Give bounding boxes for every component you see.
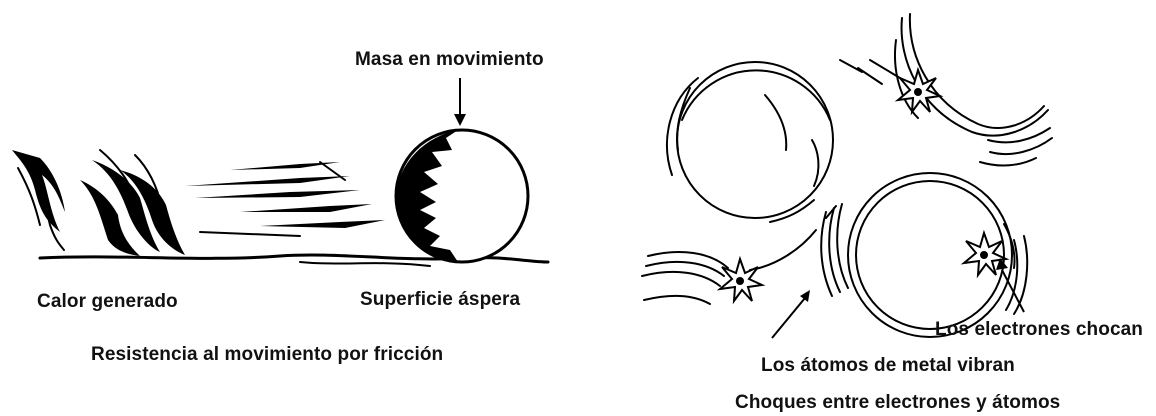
collision-star-middle <box>960 229 1010 279</box>
label-moving-mass: Masa en movimiento <box>355 49 544 70</box>
motion-lines <box>185 161 385 237</box>
atom-bottom-right <box>820 172 1029 338</box>
label-atoms-vibrate: Los átomos de metal vibran <box>761 355 1015 376</box>
collision-star-bottom <box>716 255 766 305</box>
friction-illustration <box>12 78 550 267</box>
label-electrons-collide: Los electrones chocan <box>935 319 1144 340</box>
atom-top-right <box>839 13 1053 167</box>
electron-collision-diagram: Los electrones chocan Los átomos de meta… <box>600 0 1156 416</box>
rolling-mass <box>394 128 530 264</box>
ground-line-detail <box>299 261 431 267</box>
caption-friction: Resistencia al movimiento por fricción <box>91 344 444 365</box>
friction-diagram: Masa en movimiento Calor generado Superf… <box>12 49 550 365</box>
caption-collisions: Choques entre electrones y átomos <box>735 392 1061 413</box>
electron-arrow <box>996 258 1025 313</box>
mass-arrow <box>454 78 466 126</box>
heat-flames <box>12 149 185 256</box>
collision-illustration <box>641 13 1053 339</box>
atom-top-left <box>666 61 834 223</box>
label-heat-generated: Calor generado <box>37 291 178 312</box>
atom-arrow <box>771 290 810 339</box>
label-rough-surface: Superficie áspera <box>360 289 521 310</box>
ground-line <box>38 253 550 264</box>
collision-star-top <box>894 66 944 116</box>
